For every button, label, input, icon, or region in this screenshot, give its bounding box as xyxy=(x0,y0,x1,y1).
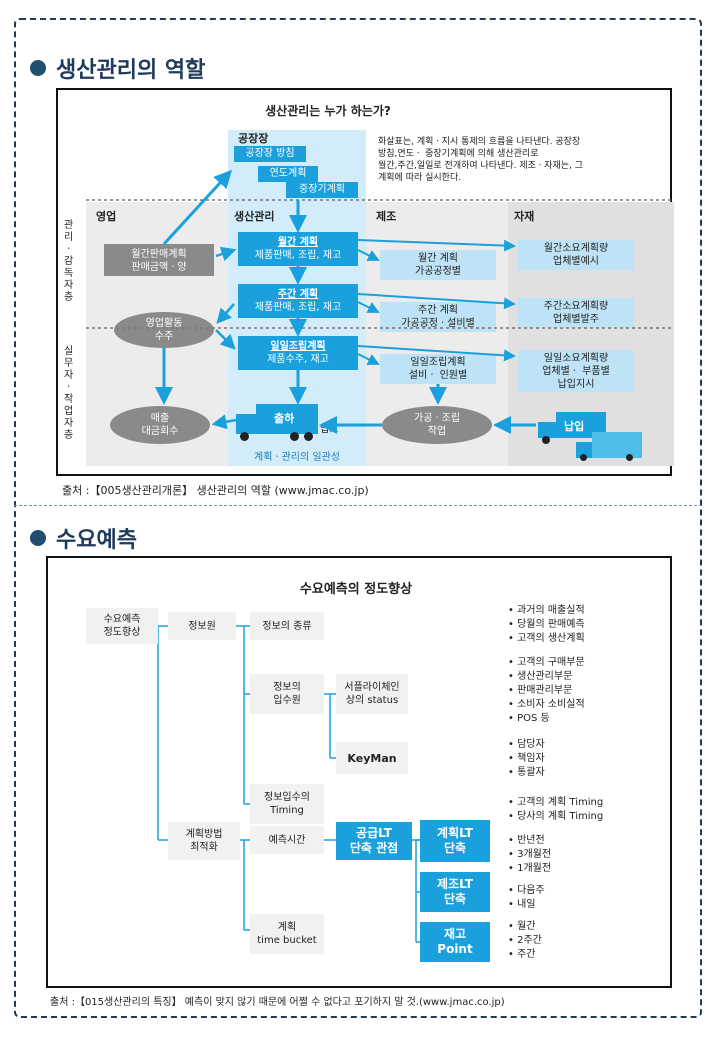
section-title-production: 생산관리의 역할 xyxy=(30,52,205,84)
bullets-info-channel: 고객의 구매부문생산관리부문판매관리부문소비자 소비실적POS 등 xyxy=(508,656,585,726)
bullets-plan-lt: 반년전3개월전1개월전 xyxy=(508,834,551,876)
factory-label: 공장장 xyxy=(238,132,269,145)
bullets-keyman: 담당자책임자통괄자 xyxy=(508,738,545,780)
bullets-mfg-lt: 다음주내일 xyxy=(508,884,545,912)
bullets-stock: 월간2주간주간 xyxy=(508,920,542,962)
midterm-plan-box: 중장기계획 xyxy=(286,182,358,198)
section-divider xyxy=(14,505,702,506)
lane-header-manufacturing: 제조 xyxy=(376,210,397,223)
factory-policy-box: 공장장 방침 xyxy=(234,146,306,162)
side-label-workers: 실무자ㆍ작업자층 xyxy=(64,346,74,441)
side-label-managers: 관리ㆍ감독자층 xyxy=(64,220,74,303)
node-info-type: 정보의 종류 xyxy=(250,612,324,640)
bullets-info-type: 과거의 매출실적당월의 판매예측고객의 생산계획 xyxy=(508,604,585,646)
lane-header-sales: 영업 xyxy=(96,210,117,223)
bullet-dot-icon xyxy=(30,530,46,546)
lane-header-production: 생산관리 xyxy=(234,210,275,223)
diagram-title: 수요예측의 정도향상 xyxy=(299,582,413,597)
node-lead-time: 예측시간 xyxy=(250,826,324,854)
bullet-dot-icon xyxy=(30,60,46,76)
annual-plan-box: 연도계획 xyxy=(258,166,318,182)
page-frame xyxy=(14,18,702,1018)
section-title-text: 생산관리의 역할 xyxy=(56,58,206,83)
flow-arrows xyxy=(86,169,674,434)
node-info-source: 정보원 xyxy=(168,612,236,640)
section-title-forecast: 수요예측 xyxy=(30,522,137,554)
role-diagram-panel: 생산관리는 누가 하는가? 공장장 공장장 방침 연도계획 중장기계획 화살표는… xyxy=(56,88,674,476)
tree-connectors xyxy=(157,625,420,943)
consistency-label: 계획ㆍ관리의 일관성 xyxy=(254,452,340,463)
section-title-text: 수요예측 xyxy=(56,528,137,553)
bullets-timing: 고객의 계획 Timing당사의 계획 Timing xyxy=(508,796,603,824)
source-citation-1: 출처 :【005생산관리개론】 생산관리의 역할 (www.jmac.co.jp… xyxy=(62,484,369,497)
lane-header-materials: 자재 xyxy=(514,210,535,223)
source-citation-2: 출처 :【015생산관리의 특징】 예측이 맞지 않기 때문에 어쩔 수 없다고… xyxy=(50,997,505,1008)
node-keyman: KeyMan xyxy=(336,742,408,774)
diagram-title: 생산관리는 누가 하는가? xyxy=(265,104,391,118)
shipping-label: 출하 xyxy=(274,412,295,425)
delivery-label: 납입 xyxy=(564,420,585,433)
